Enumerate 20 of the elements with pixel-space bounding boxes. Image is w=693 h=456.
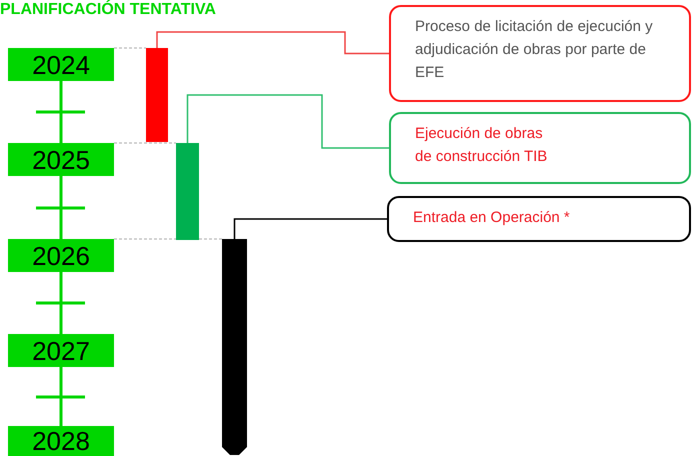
- timeline-bar: [146, 48, 168, 142]
- phase-box: Ejecución de obras de construcción TIB: [389, 112, 691, 184]
- year-box: 2025: [8, 143, 114, 176]
- phase-box: Entrada en Operación *: [387, 196, 691, 242]
- connector-line: [186, 94, 389, 149]
- timeline-line: [60, 367, 62, 426]
- timeline-bar: [222, 239, 247, 455]
- timeline-line: [60, 176, 62, 239]
- title: PLANIFICACIÓN TENTATIVA: [0, 0, 216, 20]
- timeline-line: [60, 81, 62, 143]
- year-box: 2027: [8, 334, 114, 367]
- timeline-line: [60, 272, 62, 334]
- guide-line: [114, 142, 176, 144]
- timeline-bar: [176, 143, 199, 240]
- year-box: 2028: [8, 426, 114, 456]
- connector-line: [156, 31, 389, 54]
- year-box: 2024: [8, 48, 114, 81]
- phase-box: Proceso de licitación de ejecución y adjudicación de obras por parte de EFE: [389, 5, 691, 102]
- connector-line: [234, 218, 387, 239]
- year-box: 2026: [8, 239, 114, 272]
